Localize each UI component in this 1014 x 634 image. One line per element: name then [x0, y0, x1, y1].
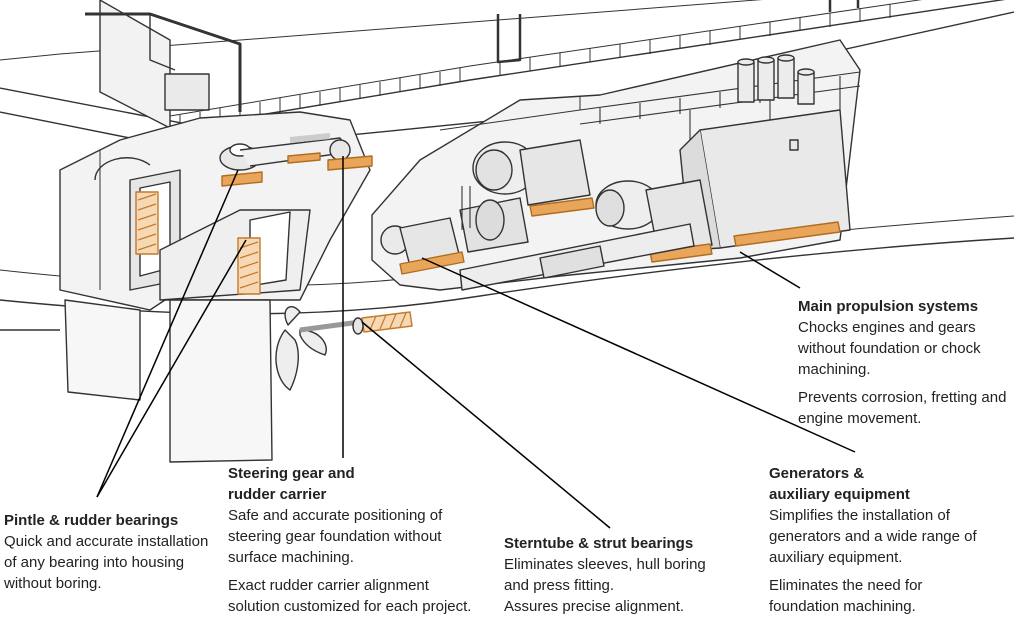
callout-body-2: Exact rudder carrier alignment solution …	[228, 577, 472, 615]
callout-pintle: Pintle & rudder bearings Quick and accur…	[4, 510, 214, 594]
pintle-bearing-lower	[237, 237, 261, 295]
vent-box	[164, 73, 210, 111]
callout-title: Sterntube & strut bearings	[504, 535, 694, 552]
propeller	[275, 306, 327, 391]
callout-title-line-2: rudder carrier	[228, 486, 327, 503]
callout-title-line-1: Generators &	[769, 465, 865, 482]
callout-title-line-2: auxiliary equipment	[769, 486, 910, 503]
callout-generators: Generators & auxiliary equipment Simplif…	[769, 463, 989, 617]
callout-main-propulsion: Main propulsion systems Chocks engines a…	[798, 296, 1012, 429]
callout-body-2: Assures precise alignment.	[504, 598, 685, 615]
callout-title-line-1: Steering gear and	[228, 465, 355, 482]
callout-title: Pintle & rudder bearings	[4, 512, 179, 529]
deck-plane	[0, 0, 763, 61]
steering-chock-2	[327, 155, 373, 171]
callout-body: Safe and accurate positioning of steerin…	[228, 507, 443, 566]
callout-body: Eliminates sleeves, hull boring and pres…	[504, 556, 706, 594]
skeg	[64, 299, 141, 401]
leader-lines	[96, 156, 856, 529]
callout-body: Simplifies the installation of generator…	[769, 507, 977, 566]
railing-right	[469, 0, 1006, 81]
steering-chock-3	[287, 152, 321, 164]
callout-body: Quick and accurate installation of any b…	[4, 533, 209, 592]
callout-steering-gear: Steering gear and rudder carrier Safe an…	[228, 463, 478, 617]
callout-title: Main propulsion systems	[798, 298, 979, 315]
generator-1-chock	[529, 197, 595, 217]
rudder-blade	[169, 299, 273, 463]
propeller-shaft	[299, 319, 361, 333]
callout-sterntube: Sterntube & strut bearings Eliminates sl…	[504, 533, 734, 617]
callout-body-2: Prevents corrosion, fretting and engine …	[798, 389, 1007, 427]
main-engine-chock	[733, 221, 841, 247]
callout-body-2: Eliminates the need for foundation machi…	[769, 577, 923, 615]
callout-body: Chocks engines and gears without foundat…	[798, 319, 981, 378]
exhaust-stacks	[737, 54, 815, 105]
